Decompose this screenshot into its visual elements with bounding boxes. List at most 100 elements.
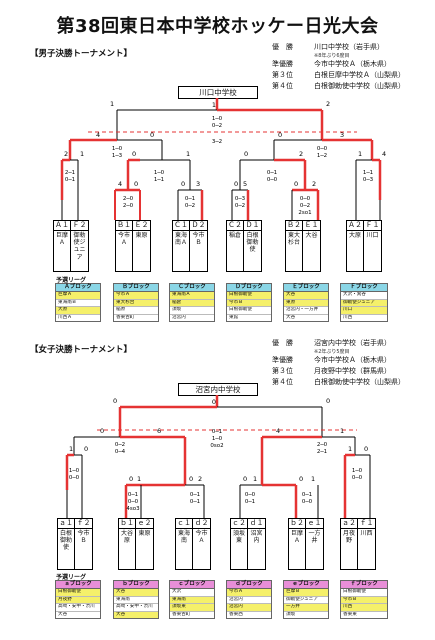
girls-pools-3-rows-1: 沼宮内 (227, 597, 271, 604)
boys-qf_scores-c-m2: 0─0 (267, 177, 278, 183)
boys-pools-3-rows-0: 白根御勅使 (227, 292, 271, 300)
girls-qf_scores-b-m3: 4so3 (126, 506, 140, 512)
girls-final_scores-mid1: 0─1 (212, 429, 222, 435)
boys-pool-d: Ｄブロック 白根御勅使 今市Ｂ 白根御勅使 東館 (226, 283, 272, 322)
boys-semi_scores-l_mid1: 1─0 (112, 146, 123, 152)
boys-qf_scores-a-m1: 2─1 (65, 170, 75, 176)
boys-qf_scores-b-m2: 1─1 (154, 177, 164, 183)
girls-qf_scores-a-m2: 0─0 (69, 475, 80, 481)
boys-qf_scores-c-m1: 0─1 (267, 170, 277, 176)
girls-final_scores-top: 0 (212, 398, 216, 406)
girls-result-2: 準優勝今市中学校Ａ（栃木県） (272, 356, 391, 364)
girls-pool-d: ｄブロック 今市Ａ 沼宮内 沼宮内 香東西 (226, 580, 272, 619)
boys-pools-4-rows-1: 東原 (284, 299, 328, 307)
girls-qf_scores-a-l: 1 (69, 445, 73, 453)
boys-pools-1-name: Ｂブロック (114, 284, 158, 292)
boys-pools-3-rows-1: 今市Ｂ (227, 299, 271, 307)
boys-semi_scores-l_right: 0 (150, 131, 154, 139)
girls-qf_scores-a-r: 0 (84, 445, 88, 453)
girls-pools-5-name: ｆブロック (341, 581, 387, 589)
boys-pools-3-rows-2: 白根御勅使 (227, 307, 271, 315)
boys-qf_scores-d-r: 4 (382, 150, 386, 158)
boys-r1_scores-e-m2: 0─2 (300, 203, 310, 209)
girls-qf_scores-c-m1: 0─1 (190, 492, 200, 498)
boys-qf_scores-a-m2: 0─1 (65, 177, 75, 183)
girls-pools-5-rows-0: 白根御勅使 (341, 589, 387, 597)
girls-r1_scores-f-r: 0 (364, 445, 368, 453)
girls-r1_scores-e-m2: 0─0 (302, 499, 313, 505)
boys-final-score-top: 1 (212, 101, 216, 109)
girls-pools-0-rows-2: 高崎・安中・渋川 (56, 604, 100, 612)
boys-pool-e: Ｅブロック 大谷 東原 沼宮内・一方井 大谷 (283, 283, 329, 322)
boys-pools-5-rows-2: 川口 (341, 307, 387, 315)
boys-pool-a: Ａブロック 巨摩Ａ 東海南Ｂ 大原 川西Ａ (55, 283, 101, 322)
girls-semi_scores-r_mid2: 2─1 (317, 449, 327, 455)
girls-pool-a: ａブロック 白根御勅使 月夜野 高崎・安中・渋川 大谷 (55, 580, 101, 619)
girls-pools-0-rows-0: 白根御勅使 (56, 589, 100, 597)
boys-semi_scores-r_right: 3 (340, 131, 344, 139)
boys-pools-5-name: Ｆブロック (341, 284, 387, 292)
girls-pool-e: ｅブロック 巨摩Ｂ 御勅使ジュニア 一方井 須坂 (283, 580, 329, 619)
girls-pools-2-name: ｃブロック (170, 581, 214, 589)
boys-r1_scores-c-r: 3 (196, 180, 200, 188)
boys-pools-1-rows-2: 稲原 (114, 307, 158, 315)
boys-pools-5-rows-3: 川西 (343, 314, 353, 320)
boys-r1_scores-b-r: 0 (134, 180, 138, 188)
boys-r1_scores-d-l: 0 (234, 180, 238, 188)
girls-pool-c: ｃブロック 大沢 東海南 須坂東 香東古町 (169, 580, 215, 619)
girls-heading: 【女子決勝トーナメント】 (30, 345, 133, 355)
girls-qf_scores-b-m1: 0─1 (128, 492, 138, 498)
girls-qf_scores-a-m1: 1─0 (69, 468, 80, 474)
girls-pool-b: ｂブロック 大谷 東海南 高崎・安中・渋川 大谷 (113, 580, 159, 619)
girls-pools-3-rows-0: 今市Ａ (227, 589, 271, 597)
boys-qf_scores-c-r: 2 (299, 150, 303, 158)
girls-qf_scores-d-m1: 0─0 (245, 492, 256, 498)
girls-semi_scores-r_left: 4 (276, 427, 280, 435)
boys-pools-0-rows-1: 東海南Ｂ (56, 300, 100, 307)
girls-pools-1-rows-0: 大谷 (114, 589, 158, 597)
boys-pools-2-rows-2: 須坂 (170, 307, 214, 315)
girls-qf_scores-c-l: 0 (189, 475, 193, 483)
boys-pools-5-rows-1: 御勅使ジュニア (341, 299, 387, 307)
page-title: 第38回東日本中学校ホッケー日光大会 (56, 16, 379, 37)
girls-pools-1-rows-3: 大谷 (114, 611, 158, 618)
girls-result-1: 優 勝沼宮内中学校（岩手県）※2年ぶり5度目 (272, 339, 391, 355)
girls-r1_scores-f-l: 1 (348, 445, 352, 453)
boys-pools-4-name: Ｅブロック (284, 284, 328, 292)
girls-pools-0-rows-1: 月夜野 (56, 596, 100, 604)
boys-results: 優 勝川口中学校（岩手県）※8年ぶり6度目 準優勝今市中学校Ａ（栃木県） 第３位… (272, 42, 405, 92)
boys-pools-3-rows-3: 東館 (229, 314, 239, 320)
boys-r1_scores-c-l: 0 (181, 180, 185, 188)
boys-pools-4-rows-2: 沼宮内・一方井 (284, 307, 328, 315)
boys-r1_scores-b-m2: 2─0 (123, 203, 134, 209)
girls-semi_scores-l_mid2: 0─4 (115, 449, 126, 455)
girls-qf_scores-b-r: 1 (137, 475, 141, 483)
boys-semi_scores-r_left: 0 (278, 131, 282, 139)
girls-pools-4-rows-1: 御勅使ジュニア (284, 597, 328, 604)
girls-pool-f: ｆブロック 白根御勅使 今市Ｂ 川西 香東東 (340, 580, 388, 619)
boys-final_scores-mid2: 0─2 (212, 123, 222, 129)
boys-pools-2-name: Ｃブロック (170, 284, 214, 292)
boys-pools-5-rows-0: 大沢・箕谷 (341, 292, 387, 300)
boys-r1_scores-d-r: 5 (243, 180, 247, 188)
girls-qf_scores-d-r: 1 (253, 475, 257, 483)
boys-qf_scores-b-m1: 1─0 (154, 170, 165, 176)
boys-r1_scores-e-l: 0 (294, 180, 298, 188)
boys-qf_scores-d-l: 1 (358, 150, 362, 158)
boys-semi_scores-r_mid3: 3─2 (212, 139, 222, 145)
